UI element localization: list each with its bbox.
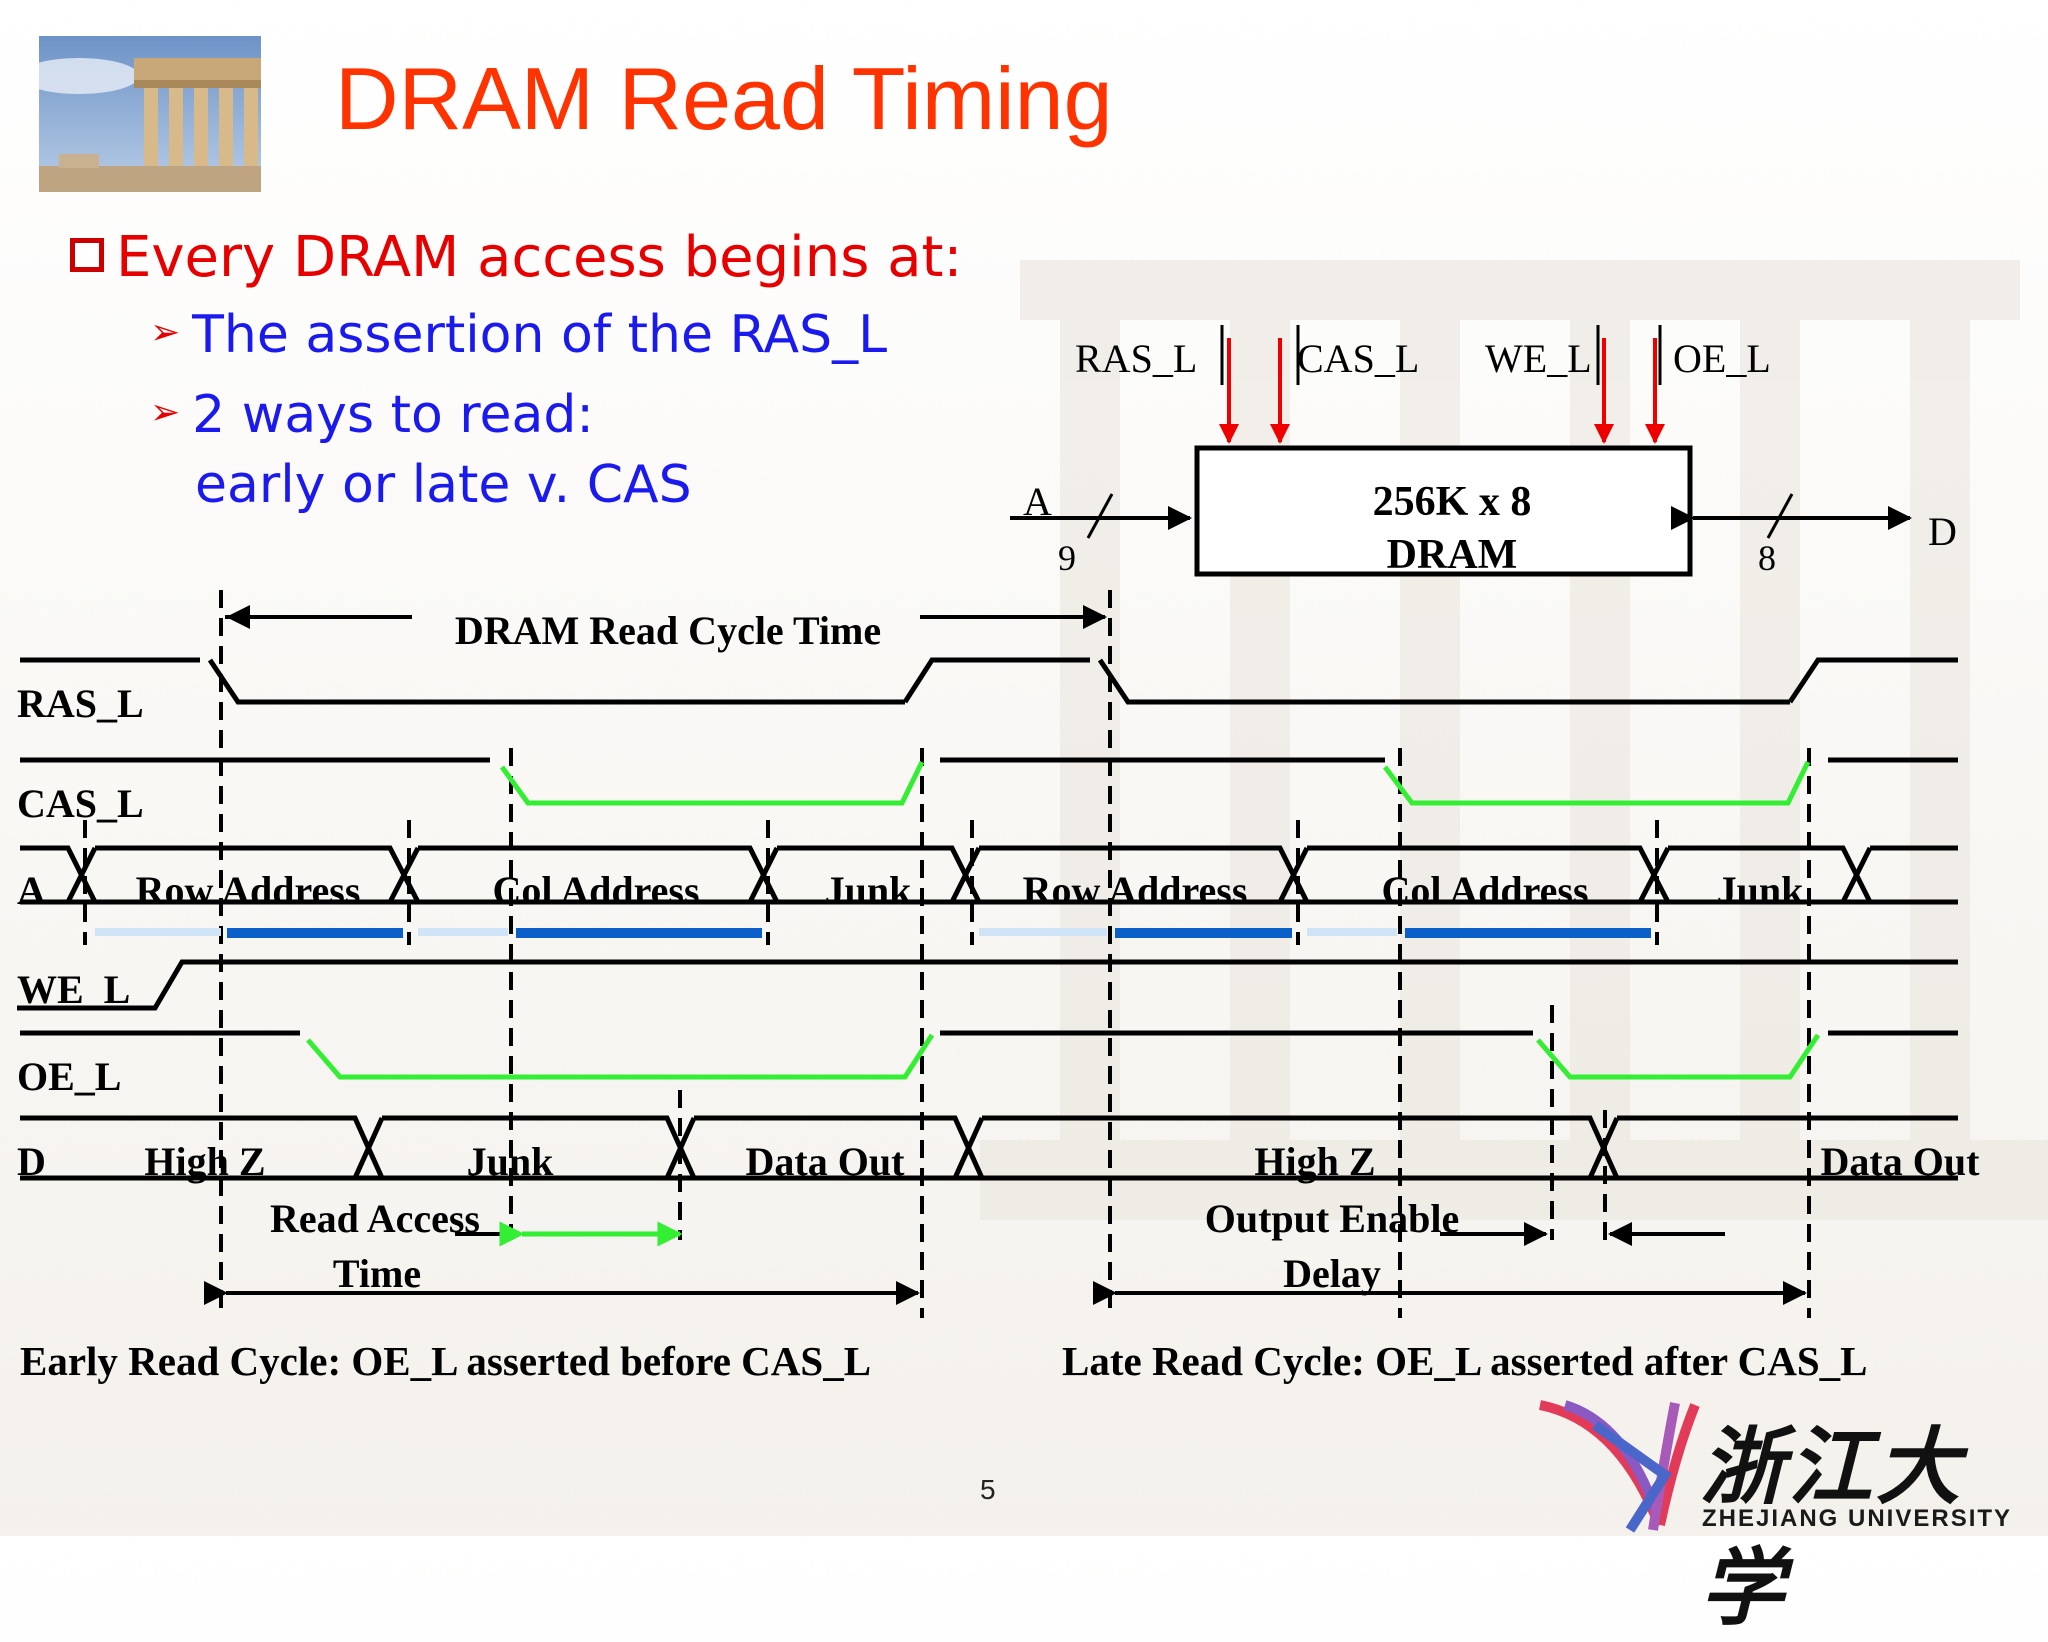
arrow-bullet-icon: ➢ (150, 392, 181, 433)
address-valid-bars (95, 928, 1651, 938)
data-phase-out-1: Data Out (746, 1139, 906, 1184)
timing-diagram: 256K x 8 DRAM RAS_L CAS_L WE_L OE_L A 9 … (17, 325, 1981, 1384)
data-phase-highz-2: High Z (1254, 1139, 1375, 1184)
addr-phase-junk-2: Junk (1717, 868, 1804, 913)
cycle-time-label: DRAM Read Cycle Time (455, 608, 881, 653)
signal-label-addr: A (17, 868, 46, 913)
bullet-sub-2-line2: early or late v. CAS (195, 455, 692, 515)
pin-label-cas: CAS_L (1297, 336, 1419, 381)
addr-phase-row-1: Row Address (136, 868, 361, 913)
data-phase-highz-1: High Z (144, 1139, 265, 1184)
signal-cas: CAS_L (17, 757, 1958, 826)
chip-label-line2: DRAM (1387, 532, 1518, 578)
checkbox-bullet-icon (70, 238, 104, 272)
signal-label-we: WE_L (17, 967, 130, 1012)
pin-label-data: D (1928, 509, 1957, 554)
parthenon-photo (39, 36, 261, 192)
page-number: 5 (980, 1474, 996, 1505)
signal-label-cas: CAS_L (17, 781, 144, 826)
chip-label-line1: 256K x 8 (1373, 479, 1532, 525)
output-enable-annotation: Output Enable Delay (1093, 1196, 1807, 1305)
read-access-annotation: Read Access Time (204, 1196, 920, 1305)
data-width-label: 8 (1758, 538, 1776, 578)
read-access-label-1: Read Access (270, 1196, 480, 1241)
slide-title: DRAM Read Timing (335, 49, 1113, 148)
addr-phase-col-2: Col Address (1381, 868, 1588, 913)
signal-oe: OE_L (17, 1030, 1958, 1099)
oe-delay-label-2: Delay (1283, 1251, 1381, 1296)
bullet-sub-1: ➢ The assertion of the RAS_L (150, 305, 887, 365)
zju-logo-english: ZHEJIANG UNIVERSITY (1702, 1505, 2013, 1532)
bullet-sub-1-text: The assertion of the RAS_L (192, 305, 888, 365)
cycle-time-marker: DRAM Read Cycle Time (225, 605, 1107, 653)
signal-label-oe: OE_L (17, 1054, 121, 1099)
read-access-label-2: Time (333, 1251, 421, 1296)
signal-address: A Row Address Col Address Junk Row Addre… (17, 845, 1958, 913)
addr-width-label: 9 (1058, 538, 1076, 578)
early-read-caption: Early Read Cycle: OE_L asserted before C… (20, 1338, 871, 1384)
bullet-main: Every DRAM access begins at: (70, 225, 962, 290)
zju-logo-emblem (1538, 1400, 1700, 1533)
dram-chip-diagram: 256K x 8 DRAM RAS_L CAS_L WE_L OE_L A 9 … (1010, 325, 1957, 578)
addr-phase-col-1: Col Address (492, 868, 699, 913)
signal-label-ras: RAS_L (17, 681, 144, 726)
bullet-main-text: Every DRAM access begins at: (116, 225, 963, 290)
bullet-sub-2: ➢ 2 ways to read: (150, 385, 594, 445)
arrow-bullet-icon: ➢ (150, 312, 181, 353)
signal-we: WE_L (17, 959, 1958, 1012)
pin-label-oe: OE_L (1673, 336, 1771, 381)
oe-delay-label-1: Output Enable (1205, 1196, 1460, 1241)
addr-phase-row-2: Row Address (1023, 868, 1248, 913)
pin-label-we: WE_L (1485, 336, 1592, 381)
pin-label-ras: RAS_L (1075, 336, 1197, 381)
signal-data: D High Z Junk Data Out High Z Data Out (17, 1115, 1981, 1184)
bullet-sub-2-text: 2 ways to read: (192, 385, 594, 445)
signal-ras: RAS_L (17, 657, 1958, 726)
late-read-caption: Late Read Cycle: OE_L asserted after CAS… (1062, 1338, 1867, 1384)
data-phase-out-2: Data Out (1821, 1139, 1981, 1184)
data-phase-junk: Junk (467, 1139, 554, 1184)
addr-phase-junk-1: Junk (825, 868, 912, 913)
